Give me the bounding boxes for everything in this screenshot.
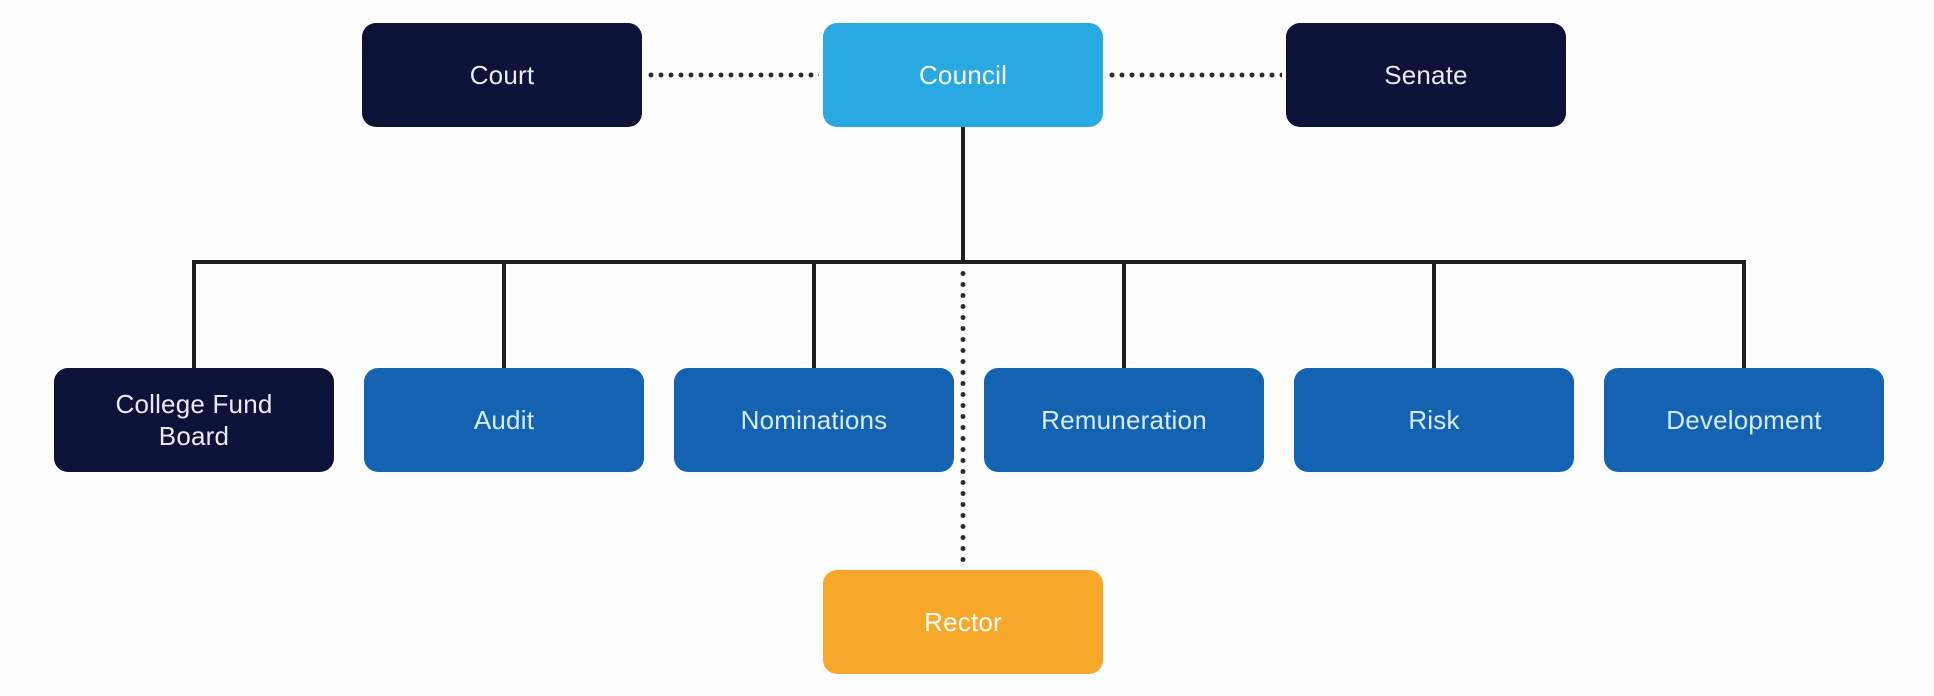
- edge-council-vertical-line: [961, 127, 965, 264]
- edge-council-rector-dotted-line: [960, 268, 966, 566]
- node-risk: Risk: [1294, 368, 1574, 472]
- edge-horizontal-bar-line: [192, 260, 1746, 264]
- node-council: Council: [823, 23, 1103, 127]
- node-audit-label: Audit: [473, 404, 535, 435]
- node-development-label: Development: [1666, 404, 1822, 435]
- node-senate: Senate: [1286, 23, 1566, 127]
- edge-college-fund-board-stub-line: [192, 262, 196, 368]
- node-rector-label: Rector: [924, 606, 1002, 637]
- edge-remuneration-stub-line: [1122, 262, 1126, 368]
- node-audit: Audit: [364, 368, 644, 472]
- edge-council-senate-dotted-line: [1107, 72, 1282, 78]
- node-college-fund-board: College Fund Board: [54, 368, 334, 472]
- edge-audit-stub-line: [502, 262, 506, 368]
- node-college-fund-board-label: College Fund Board: [115, 388, 273, 452]
- node-risk-label: Risk: [1408, 404, 1460, 435]
- edge-nominations-stub-line: [812, 262, 816, 368]
- node-rector: Rector: [823, 570, 1103, 674]
- edge-court-council-dotted-line: [646, 72, 819, 78]
- node-court: Court: [362, 23, 642, 127]
- edge-risk-stub-line: [1432, 262, 1436, 368]
- node-senate-label: Senate: [1384, 59, 1468, 90]
- node-nominations-label: Nominations: [740, 404, 888, 435]
- node-court-label: Court: [469, 59, 535, 90]
- node-development: Development: [1604, 368, 1884, 472]
- node-council-label: Council: [918, 59, 1008, 90]
- edge-development-stub-line: [1742, 262, 1746, 368]
- node-remuneration: Remuneration: [984, 368, 1264, 472]
- node-nominations: Nominations: [674, 368, 954, 472]
- node-remuneration-label: Remuneration: [1041, 404, 1207, 435]
